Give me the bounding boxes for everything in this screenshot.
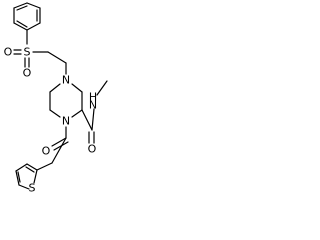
piperazine-nitrogen-top-label: N <box>62 74 70 87</box>
piperazine-bond <box>71 109 83 118</box>
ch2-ch2-bond <box>47 51 67 64</box>
n-methyl-bond <box>96 80 108 96</box>
sulfonyl-oxygen-left-label: O <box>4 46 13 59</box>
thiophene-bond <box>18 184 30 190</box>
piperazine-bond <box>49 83 61 93</box>
thiophene-bond <box>33 169 38 184</box>
bonds <box>13 2 108 190</box>
thiophene-sulfur-label: S <box>29 182 36 195</box>
thiophene-bond <box>15 163 28 172</box>
benzene-bond <box>26 2 41 9</box>
amide-nitrogen-label: N <box>89 99 97 112</box>
thiophene-bond <box>15 170 20 186</box>
benzene-bond <box>13 22 28 31</box>
atom-labels: O S O N H N N O O S <box>4 46 97 195</box>
benzene-bond <box>13 2 28 9</box>
sulfonyl-sulfur-label: S <box>24 46 31 59</box>
thiophene-double-bond <box>25 166 35 173</box>
sulfonyl-oxygen-bottom-label: O <box>23 67 32 80</box>
acyl-ch2-bond <box>51 137 67 164</box>
amide-oxygen-label: O <box>88 143 97 156</box>
amide-hydrogen-label: H <box>89 91 97 104</box>
piperazine-bond <box>71 83 83 93</box>
amide-c-n-bond <box>91 108 95 131</box>
ch2-thiophene-bond <box>36 162 53 171</box>
thiophene-double-bond <box>17 171 21 183</box>
piperazine-nitrogen-bottom-label: N <box>62 115 70 128</box>
molecule-structure: O S O N H N N O O S <box>4 2 108 195</box>
benzene-bond <box>26 22 41 31</box>
ring-c-carbonyl-bond <box>81 109 93 131</box>
benzene-double-bond <box>16 5 28 11</box>
thiophene-bond <box>26 163 38 171</box>
benzene-double-bond <box>16 20 28 28</box>
acyl-oxygen-label: O <box>42 145 51 158</box>
acyl-c-o-double-bond <box>51 137 67 147</box>
piperazine-bond <box>49 109 61 118</box>
